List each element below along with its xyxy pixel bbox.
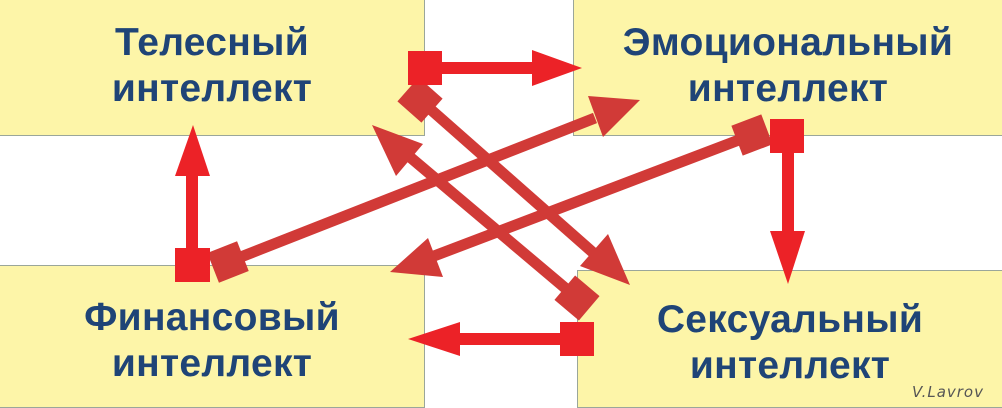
label-line-2: интеллект xyxy=(689,344,891,387)
arrow-financial-to-body xyxy=(175,125,210,282)
arrow-emotional-to-financial xyxy=(390,114,773,277)
arrow-financial-to-emotional xyxy=(207,96,640,283)
author-signature: V.Lavrov xyxy=(912,383,984,401)
label-line-1: Телесный xyxy=(115,20,309,64)
box-sexual-intelligence-label: Сексуальный интеллект xyxy=(657,297,923,389)
label-line-2: интеллект xyxy=(687,66,889,110)
label-line-1: Финансовый xyxy=(84,295,340,339)
box-sexual-intelligence: Сексуальный интеллект xyxy=(577,270,1002,408)
arrow-emotional-to-sexual xyxy=(770,119,805,284)
box-body-intelligence: Телесный интеллект xyxy=(0,0,425,136)
box-emotional-intelligence-label: Эмоциональный интеллект xyxy=(623,20,953,112)
box-emotional-intelligence: Эмоциональный интеллект xyxy=(573,0,1002,136)
box-financial-intelligence-label: Финансовый интеллект xyxy=(84,295,340,387)
arrow-sexual-to-body xyxy=(372,125,600,321)
arrow-body-to-sexual xyxy=(397,77,630,285)
arrow-body-to-emotional xyxy=(408,50,582,86)
label-line-2: интеллект xyxy=(111,66,313,110)
arrow-sexual-to-financial xyxy=(408,322,594,356)
label-line-1: Эмоциональный xyxy=(622,20,954,64)
box-body-intelligence-label: Телесный интеллект xyxy=(112,20,312,112)
label-line-2: интеллект xyxy=(111,341,313,385)
label-line-1: Сексуальный xyxy=(656,298,924,341)
